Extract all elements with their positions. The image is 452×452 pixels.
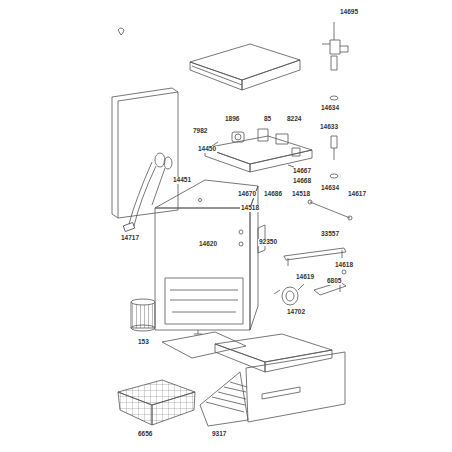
wire-basket [118, 380, 195, 425]
callout-number: 33557 [320, 231, 340, 238]
pump-bracket [314, 270, 346, 295]
callout-number: 14668 [292, 178, 312, 185]
callout-number: 7982 [192, 128, 208, 135]
callout-number: 1896 [224, 116, 240, 123]
bottom-pan [215, 334, 332, 372]
callout-number: 14451 [172, 177, 192, 184]
cabinet-body [155, 180, 258, 334]
callout-number: 14670 [237, 191, 257, 198]
callout-number: 14634 [320, 105, 340, 112]
screw [118, 28, 124, 35]
callout-number: 14620 [198, 241, 218, 248]
callout-number: 14633 [319, 124, 339, 131]
callout-number: 14717 [120, 235, 140, 242]
front-panel [246, 352, 345, 422]
callout-number: 14617 [347, 191, 367, 198]
callout-number: 14618 [334, 262, 354, 269]
callout-number: 9317 [211, 431, 227, 438]
door-panel [112, 88, 178, 218]
callout-number: 153 [137, 339, 150, 346]
callout-number: 14667 [292, 168, 312, 175]
callout-number: 8224 [286, 116, 302, 123]
cutlery-basket [131, 299, 155, 331]
callout-number: 14518 [240, 205, 260, 212]
callout-number: 14518 [291, 191, 311, 198]
callout-number: 14619 [295, 274, 315, 281]
callout-number: 14686 [263, 191, 283, 198]
pump [274, 284, 304, 305]
callout-number: 14695 [339, 9, 359, 16]
base-plate [162, 332, 246, 358]
callout-number: 92350 [258, 239, 278, 246]
callout-number: 6656 [137, 431, 153, 438]
callout-number: 14702 [286, 309, 306, 316]
callout-number: 85 [263, 116, 272, 123]
support-bar [284, 248, 346, 260]
control-panel [205, 129, 312, 172]
callout-number: 14450 [197, 146, 217, 153]
rod [308, 200, 352, 220]
hose-assembly [123, 153, 172, 232]
top-cover [190, 44, 300, 90]
valve-assembly [322, 22, 348, 178]
callout-number: 14634 [320, 185, 340, 192]
plate-rack [200, 372, 248, 426]
callout-number: 6805 [326, 278, 342, 285]
